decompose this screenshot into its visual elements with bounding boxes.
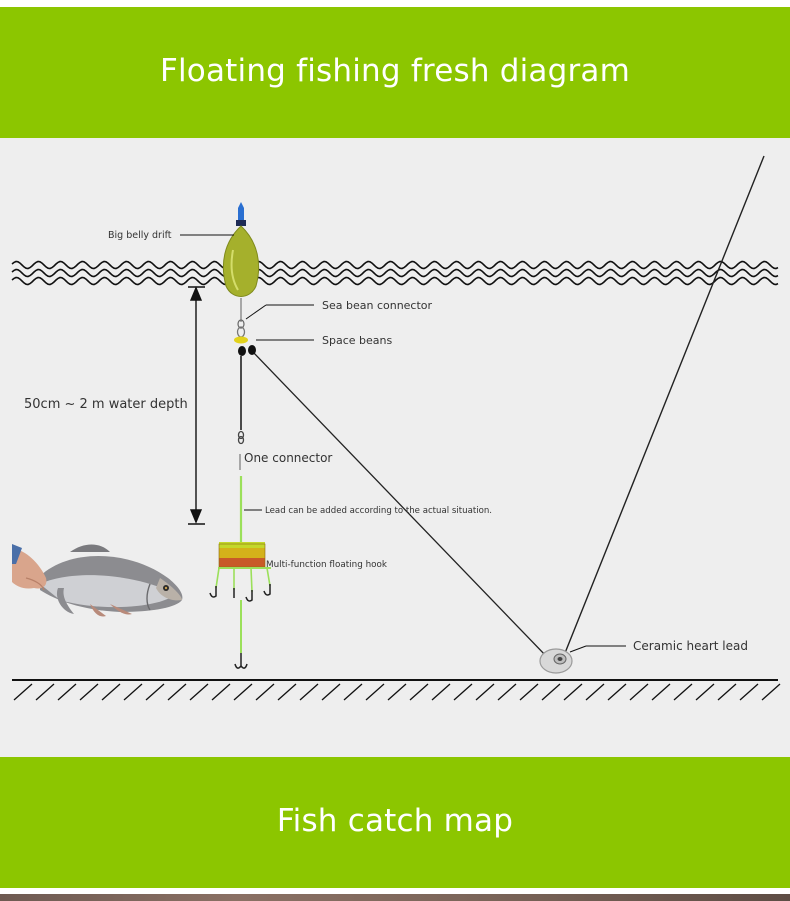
ground-hatch-mark [277,683,297,701]
bottom-hook [234,653,248,669]
main-line [562,155,765,659]
ceramic-heart-lead-pointer [569,645,587,653]
top-title-banner: Floating fishing fresh diagram [0,7,790,138]
catch-photo-strip [0,894,790,901]
multi-function-floating-hook [209,542,271,602]
fish-catch-map-title: Fish catch map [276,802,514,839]
ground-hatch-mark [211,683,231,701]
ground-hatch-mark [651,683,671,701]
ground-hatch-mark [519,683,539,701]
lead-line [250,349,549,659]
ground-hatch-mark [761,683,781,701]
lake-bottom [12,679,781,701]
water-surface [11,260,779,286]
diagram-title: Floating fishing fresh diagram [159,52,631,89]
ground-hatch-mark [365,683,385,701]
fish-in-hand-illustration [12,544,183,617]
ground-hatch-mark [13,683,33,701]
ground-hatch-mark [255,683,275,701]
one-connector-label: One connector [244,451,332,465]
ground-hatch-mark [673,683,693,701]
water-depth-label: 50cm ~ 2 m water depth [24,397,188,412]
diagram-svg: 50cm ~ 2 m water depth Big belly drift S… [11,155,781,701]
ground-hatch-mark [431,683,451,701]
bottom-title-banner: Fish catch map [0,757,790,888]
ground-hatch-mark [475,683,495,701]
sea-bean-connector-pointer [245,304,267,320]
ground-hatch-mark [79,683,99,701]
ground-hatch-mark [189,683,209,701]
space-beans [234,336,256,356]
fishing-rig-diagram: 50cm ~ 2 m water depth Big belly drift S… [0,138,790,757]
big-belly-drift-label: Big belly drift [108,230,172,241]
ground-hatch-mark [739,683,759,701]
ground-hatch-mark [607,683,627,701]
ceramic-heart-lead-label: Ceramic heart lead [633,639,748,653]
ground-hatch-mark [123,683,143,701]
ground-hatch-mark [299,683,319,701]
ground-hatch-mark [57,683,77,701]
ground-hatch-mark [541,683,561,701]
ground-hatch-mark [101,683,121,701]
ground-hatch-mark [387,683,407,701]
one-connector [237,430,245,470]
big-belly-float [222,202,260,329]
ground-hatch-mark [453,683,473,701]
ground-hatch-mark [35,683,55,701]
depth-arrow [188,286,205,525]
multi-function-hook-label: Multi-function floating hook [266,560,388,570]
sea-bean-connector-label: Sea bean connector [322,299,433,312]
ground-hatch-mark [563,683,583,701]
ground-hatch-mark [717,683,737,701]
ground-hatch-mark [321,683,341,701]
ground-hatch-mark [695,683,715,701]
ground-hatch-mark [585,683,605,701]
ground-hatch-mark [409,683,429,701]
ground-hatch-mark [629,683,649,701]
ground-hatch-mark [145,683,165,701]
lead-note-label: Lead can be added according to the actua… [265,506,492,516]
ceramic-heart-lead [539,648,573,674]
ground-hatch-mark [233,683,253,701]
ground-hatch-mark [497,683,517,701]
ground-hatch-mark [343,683,363,701]
space-beans-label: Space beans [322,334,392,347]
ground-hatch-mark [167,683,187,701]
